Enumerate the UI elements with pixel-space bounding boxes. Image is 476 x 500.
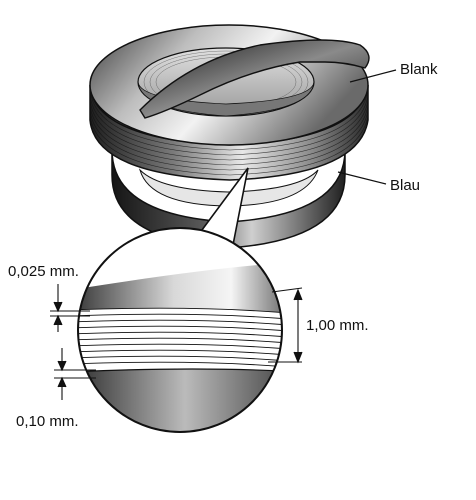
leader-blau — [337, 171, 387, 185]
label-total-thickness: 1,00 mm. — [306, 317, 369, 334]
label-layer-thickness: 0,10 mm. — [16, 413, 79, 430]
label-blank: Blank — [400, 61, 438, 78]
callout-pointer — [195, 167, 249, 251]
magnified-cross-section — [77, 227, 283, 433]
dimension-layer — [54, 348, 96, 400]
upper-washer-side — [89, 84, 369, 181]
dimension-thin-layer — [50, 284, 90, 332]
label-thin-layer-thickness: 0,025 mm. — [8, 263, 79, 280]
dimension-total-thickness — [268, 287, 303, 364]
label-blau: Blau — [390, 177, 420, 194]
leader-blank — [349, 69, 397, 83]
peeled-strip — [139, 39, 370, 119]
